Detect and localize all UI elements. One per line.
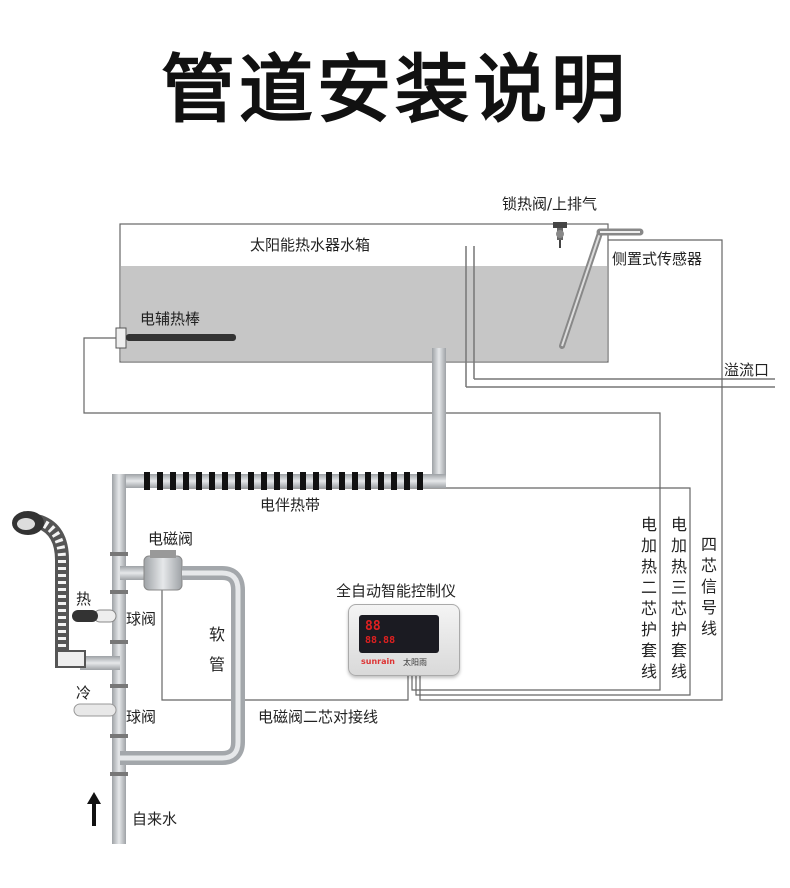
heat-tape-label: 电伴热带: [260, 496, 321, 514]
heat-tape-stripe: [300, 472, 306, 490]
solenoid-wire: [161, 580, 409, 701]
side-sensor-label: 侧置式传感器: [612, 250, 703, 268]
controller-brand: sunrain: [361, 657, 395, 666]
hot-ball-valve-icon: [72, 609, 117, 623]
wire-2core-label: 电加热二芯护套线: [640, 515, 657, 681]
heat-tape-stripe: [365, 472, 371, 490]
pipe-joints: [110, 552, 128, 776]
signal-wire: [419, 239, 723, 701]
cold-label: 冷: [76, 684, 92, 702]
wire-3core-label: 电加热三芯护套线: [670, 515, 687, 681]
hot-ball-valve-label: 球阀: [126, 610, 157, 628]
heat-tape-stripe: [157, 472, 163, 490]
heat-tape-stripe: [417, 472, 423, 490]
heat-tape-stripe: [274, 472, 280, 490]
page-title: 管道安装说明: [161, 47, 629, 133]
hot-label: 热: [76, 590, 92, 608]
tap-water-arrow-icon: [87, 792, 101, 826]
heat-tape-stripe: [391, 472, 397, 490]
solenoid-valve-icon: [143, 550, 183, 591]
hose-label: 软管: [208, 625, 225, 674]
water-tank: [119, 223, 609, 363]
lock-valve-label: 锁热阀/上排气: [502, 195, 598, 213]
tank-label: 太阳能热水器水箱: [250, 236, 371, 254]
heater-rod-icon: [115, 327, 236, 349]
wire-4core-label: 四芯信号线: [700, 535, 717, 638]
heat-tape-stripe: [404, 472, 410, 490]
heat-tape-stripe: [222, 472, 228, 490]
cold-ball-valve-label: 球阀: [126, 708, 157, 726]
heat-tape-stripe: [235, 472, 241, 490]
display-digits-bottom: 88.88: [365, 635, 396, 646]
heat-tape-stripe: [352, 472, 358, 490]
controller-brand-cn: 太阳雨: [403, 658, 427, 667]
shower-branch-pipe: [80, 656, 120, 670]
heater-rod-label: 电辅热棒: [140, 310, 201, 328]
heat-tape-stripe: [248, 472, 254, 490]
tank-outlet-pipe: [432, 348, 446, 480]
solenoid-label: 电磁阀: [148, 530, 194, 548]
heat-tape-stripe: [183, 472, 189, 490]
heat-tape-stripe: [261, 472, 267, 490]
cold-ball-valve-icon: [73, 703, 117, 717]
heat-tape: [144, 472, 423, 490]
controller-label: 全自动智能控制仪: [336, 582, 457, 600]
heater-wire: [83, 337, 661, 691]
display-digits-top: 88: [365, 619, 381, 634]
heat-tape-stripe: [196, 472, 202, 490]
heat-tape-stripe: [339, 472, 345, 490]
overflow-pipe: [465, 246, 775, 388]
controller-screen: 88 88.88: [359, 615, 439, 653]
tap-water-label: 自来水: [132, 810, 178, 828]
heat-tape-stripe: [287, 472, 293, 490]
solenoid-branch-pipe: [120, 566, 150, 580]
smart-controller: 88 88.88 sunrain 太阳雨: [348, 604, 460, 676]
overflow-label: 溢流口: [724, 361, 770, 379]
heat-tape-stripe: [209, 472, 215, 490]
heat-tape-stripe: [144, 472, 150, 490]
solenoid-wire-label: 电磁阀二芯对接线: [258, 708, 379, 726]
lock-valve-icon: [553, 222, 567, 248]
heat-tape-stripe: [326, 472, 332, 490]
side-sensor-icon: [559, 228, 644, 349]
heat-tape-stripe: [170, 472, 176, 490]
shower-head-icon: [12, 511, 86, 668]
heat-tape-stripe: [378, 472, 384, 490]
heat-tape-stripe: [313, 472, 319, 490]
